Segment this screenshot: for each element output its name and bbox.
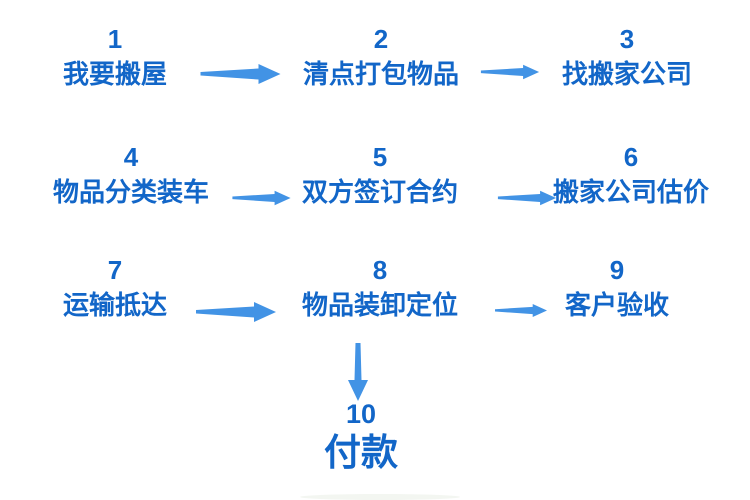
arrow-down-icon — [348, 343, 368, 401]
arrow-right-icon — [495, 304, 547, 317]
step-7-label: 运输抵达 — [62, 290, 168, 320]
step-7: 7 运输抵达 — [63, 256, 167, 320]
step-5: 5 双方签订合约 — [302, 143, 458, 207]
step-2-number: 2 — [373, 24, 389, 54]
step-3-number: 3 — [619, 24, 635, 54]
step-8-label: 物品装卸定位 — [301, 290, 459, 320]
step-1-number: 1 — [107, 24, 123, 54]
step-6-label: 搬家公司估价 — [552, 177, 710, 207]
step-7-number: 7 — [107, 255, 123, 285]
step-8: 8 物品装卸定位 — [302, 256, 458, 320]
cutoff-bottom-artifact — [300, 494, 460, 500]
step-2: 2 清点打包物品 — [303, 25, 459, 89]
step-6: 6 搬家公司估价 — [553, 143, 709, 207]
step-2-label: 清点打包物品 — [302, 59, 460, 89]
arrow-right-icon — [200, 64, 281, 84]
step-9-label: 客户验收 — [564, 290, 670, 320]
step-3: 3 找搬家公司 — [562, 25, 692, 89]
step-9-number: 9 — [609, 255, 625, 285]
step-5-label: 双方签订合约 — [301, 177, 459, 207]
step-8-number: 8 — [372, 255, 388, 285]
step-9: 9 客户验收 — [565, 256, 669, 320]
step-1-label: 我要搬屋 — [62, 59, 168, 89]
arrow-right-icon — [497, 190, 557, 206]
step-3-label: 找搬家公司 — [561, 59, 693, 89]
arrow-right-icon — [232, 190, 291, 206]
step-4: 4 物品分类装车 — [53, 143, 209, 207]
step-1: 1 我要搬屋 — [63, 25, 167, 89]
step-4-number: 4 — [123, 142, 139, 172]
arrow-right-icon — [196, 302, 276, 322]
step-10-label: 付款 — [324, 432, 398, 473]
step-4-label: 物品分类装车 — [52, 177, 210, 207]
step-10-number: 10 — [345, 399, 377, 429]
arrow-right-icon — [480, 64, 540, 80]
step-10: 10 付款 — [324, 400, 398, 474]
step-6-number: 6 — [623, 142, 639, 172]
step-5-number: 5 — [372, 142, 388, 172]
